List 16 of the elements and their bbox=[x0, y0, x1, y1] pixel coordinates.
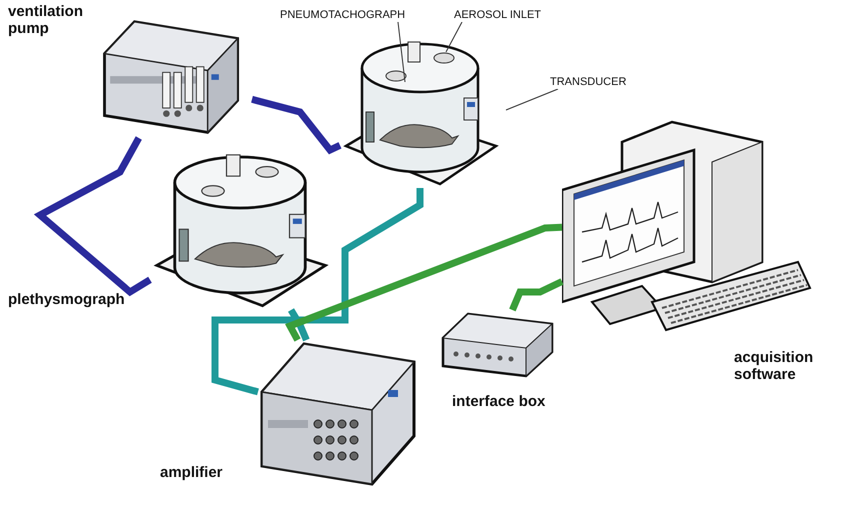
tube bbox=[285, 224, 562, 342]
device-label: amplifier bbox=[160, 465, 223, 482]
leader-line bbox=[506, 88, 558, 110]
device-label: acquisition software bbox=[734, 350, 814, 383]
tube bbox=[212, 188, 424, 396]
tube bbox=[251, 96, 342, 154]
part-label: TRANSDUCER bbox=[548, 75, 628, 89]
tube bbox=[34, 136, 152, 296]
device-label: ventilation pump bbox=[8, 4, 84, 37]
tube bbox=[288, 308, 310, 342]
device-label: plethysmograph bbox=[8, 292, 125, 308]
tube bbox=[509, 278, 564, 312]
device-label: interface box bbox=[452, 394, 546, 410]
part-label: AEROSOL INLET bbox=[452, 8, 544, 22]
leader-line bbox=[398, 22, 406, 82]
leader-line bbox=[446, 22, 462, 52]
